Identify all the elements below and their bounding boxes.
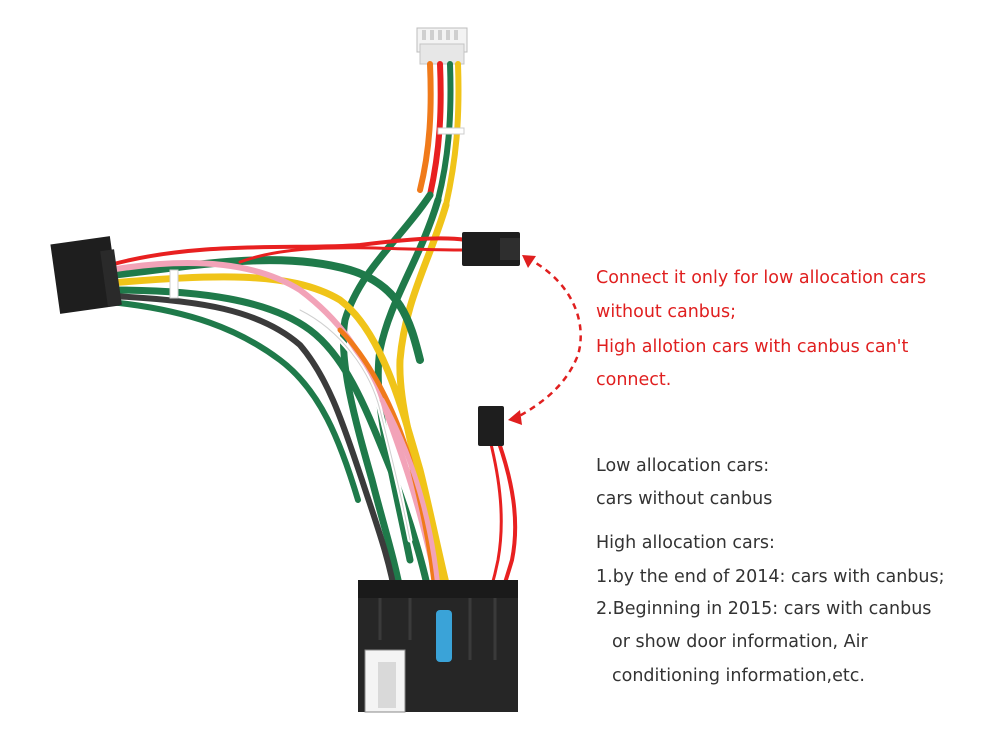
low-allocation-heading: Low allocation cars: <box>596 456 770 476</box>
warning-line-1: Connect it only for low allocation cars <box>596 268 927 288</box>
high-allocation-item-2: 2.Beginning in 2015: cars with canbus <box>596 599 932 619</box>
warning-line-4: connect. <box>596 370 672 390</box>
low-allocation-desc: cars without canbus <box>596 489 773 509</box>
upper-red-plug <box>462 232 520 266</box>
warning-line-2: without canbus; <box>596 302 736 322</box>
warning-line-3: High allotion cars with canbus can't <box>596 337 909 357</box>
high-allocation-item-2-cont: or show door information, Air <box>612 632 868 652</box>
top-white-plug <box>416 27 468 65</box>
main-connector <box>358 580 518 713</box>
high-allocation-item-1: 1.by the end of 2014: cars with canbus; <box>596 567 945 587</box>
wire-bundle <box>106 61 518 614</box>
high-allocation-item-2-cont-2: conditioning information,etc. <box>612 666 865 686</box>
lower-red-plug <box>478 406 504 446</box>
left-connector <box>50 236 122 314</box>
dashed-curved-double-arrow-icon <box>508 255 582 425</box>
high-allocation-heading: High allocation cars: <box>596 533 775 553</box>
